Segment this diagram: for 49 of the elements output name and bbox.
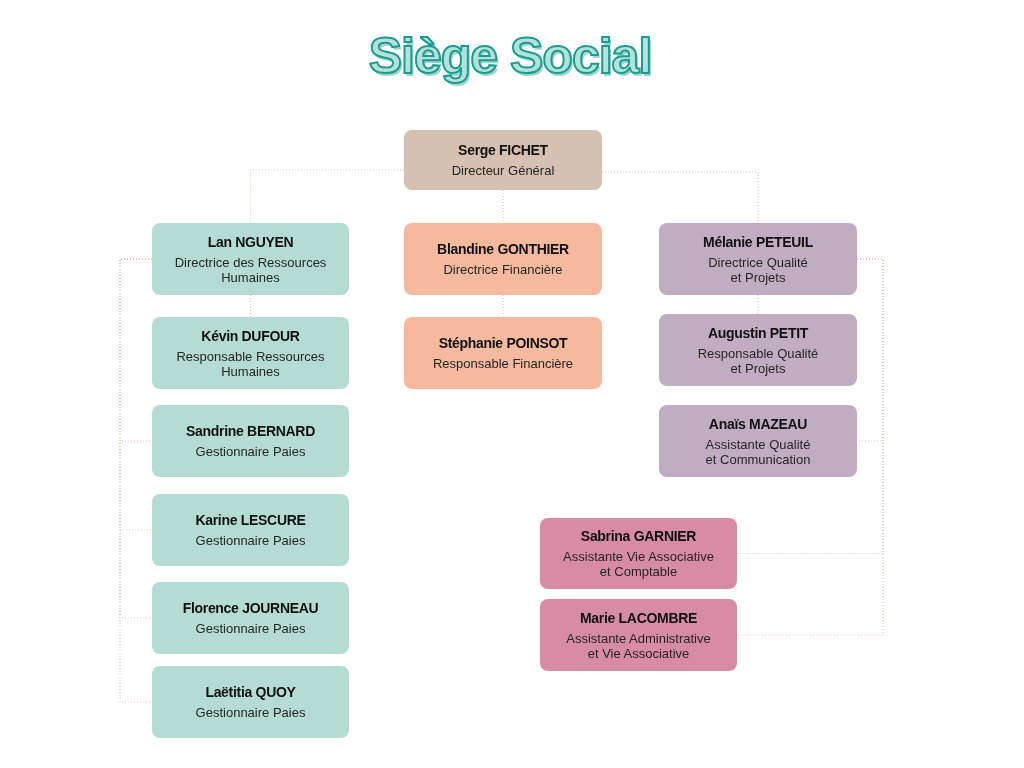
person-card <box>659 405 857 477</box>
job-title: Assistante Vie Associative et Comptable <box>562 549 715 579</box>
person-card <box>152 582 349 654</box>
person-name: Karine LESCURE <box>195 512 306 529</box>
job-title: Directrice Financière <box>443 262 563 277</box>
connector-line <box>736 258 884 636</box>
person-name: Sabrina GARNIER <box>580 528 697 545</box>
person-card <box>540 599 737 671</box>
person-name: Lan NGUYEN <box>207 233 294 251</box>
person-card <box>152 405 349 477</box>
person-card <box>540 518 737 589</box>
job-title: Directrice Qualité et Projets <box>707 254 809 285</box>
job-title: Assistante Administrative et Vie Associative <box>565 630 712 661</box>
job-title: Responsable Financière <box>432 356 574 371</box>
person-name: Serge FICHET <box>458 142 548 159</box>
person-card <box>404 130 602 190</box>
person-card <box>152 317 349 389</box>
person-card <box>659 223 857 295</box>
connector-line <box>502 294 504 318</box>
job-title: Responsable Ressources Humaines <box>175 348 326 379</box>
person-name: Sandrine BERNARD <box>186 423 315 440</box>
person-card <box>659 314 857 386</box>
person-name: Marie LACOMBRE <box>579 609 698 627</box>
job-title: Gestionnaire Paies <box>195 705 306 720</box>
job-title: Gestionnaire Paies <box>195 621 306 636</box>
person-card <box>152 666 349 738</box>
connector-line <box>119 258 153 703</box>
job-title: Gestionnaire Paies <box>195 533 306 548</box>
person-name: Mélanie PETEUIL <box>703 233 813 251</box>
job-title: Responsable Qualité et Projets <box>696 345 820 376</box>
person-card <box>152 494 349 566</box>
person-name: Kévin DUFOUR <box>201 327 300 345</box>
connector-line <box>249 294 252 318</box>
job-title: Gestionnaire Paies <box>195 444 306 459</box>
person-name: Blandine GONTHIER <box>437 241 569 258</box>
connector-line <box>757 294 759 315</box>
person-name: Laëtitia QUOY <box>205 684 296 701</box>
connector-line <box>502 189 504 224</box>
person-name: Anaïs MAZEAU <box>708 415 808 433</box>
person-name: Florence JOURNEAU <box>182 600 319 617</box>
person-name: Augustin PETIT <box>708 324 808 342</box>
page-title: Siège Social <box>368 27 652 86</box>
person-card <box>404 223 602 295</box>
job-title: Assistante Qualité et Communication <box>704 436 812 467</box>
person-name: Stéphanie POINSOT <box>438 335 568 352</box>
person-card <box>404 317 602 389</box>
job-title: Directrice des Ressources Humaines <box>173 254 328 285</box>
person-card <box>152 223 349 295</box>
job-title: Directeur Général <box>451 163 555 178</box>
